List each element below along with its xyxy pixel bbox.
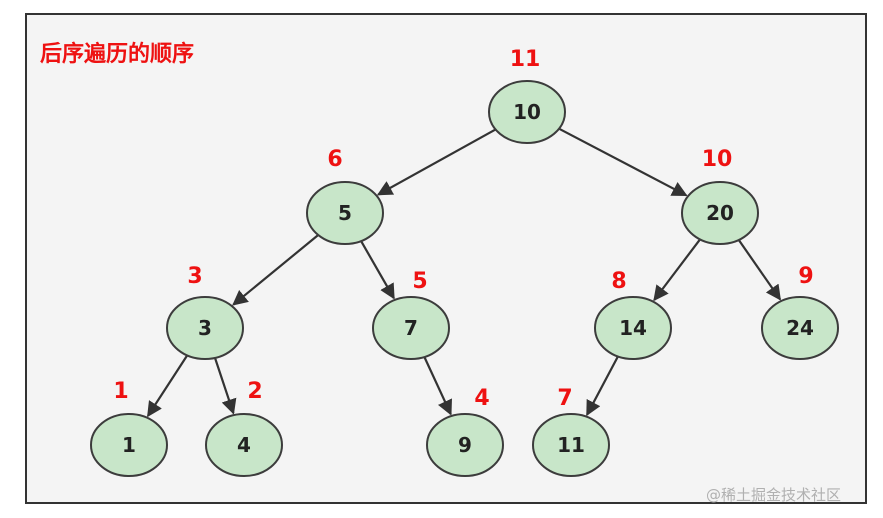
- node-circle: [532, 413, 610, 477]
- edge-n7-to-n9: [423, 356, 452, 416]
- node-circle: [761, 296, 839, 360]
- visit-order-label: 2: [247, 379, 262, 404]
- edge-n10-to-n20: [558, 127, 688, 197]
- watermark-text: @稀土掘金技术社区: [706, 486, 841, 504]
- visit-order-label: 3: [187, 264, 202, 289]
- tree-node-3: 33: [166, 264, 244, 360]
- visit-order-label: 8: [611, 269, 626, 294]
- node-value-label: 7: [404, 316, 418, 340]
- tree-node-5: 56: [306, 147, 384, 245]
- tree-node-4: 42: [205, 379, 283, 477]
- tree-node-24: 24 9: [761, 264, 839, 360]
- node-circle: [372, 296, 450, 360]
- node-circle: [205, 413, 283, 477]
- node-value-label: 5: [338, 201, 352, 225]
- tree-node-14: 14 8: [594, 269, 672, 360]
- edge-n3-to-n1: [146, 354, 189, 418]
- node-value-label: 4: [237, 433, 251, 457]
- edge-n14-to-n11: [586, 355, 619, 417]
- node-value-label: 24: [786, 316, 814, 340]
- node-value-label: 11: [557, 433, 585, 457]
- edge-n20-to-n24: [737, 239, 782, 301]
- node-circle: [681, 181, 759, 245]
- tree-node-1: 11: [90, 379, 168, 477]
- visit-order-label: 7: [557, 386, 572, 411]
- edge-n3-to-n4: [213, 357, 237, 415]
- tree-node-11: 11 7: [532, 386, 610, 477]
- node-value-label: 9: [458, 433, 472, 457]
- edge-n20-to-n14: [653, 238, 701, 302]
- visit-order-label: 9: [798, 264, 813, 289]
- edges-layer: [146, 127, 782, 418]
- visit-order-label: 10: [702, 147, 733, 172]
- visit-order-label: 6: [327, 147, 342, 172]
- edge-n10-to-n5: [376, 128, 497, 196]
- edge-n5-to-n3: [232, 234, 319, 306]
- visit-order-label: 11: [510, 47, 541, 72]
- node-circle: [90, 413, 168, 477]
- node-value-label: 14: [619, 316, 647, 340]
- node-value-label: 1: [122, 433, 136, 457]
- tree-node-9: 94: [426, 386, 504, 477]
- visit-order-label: 4: [474, 386, 489, 411]
- tree-node-10: 10 11: [488, 47, 566, 144]
- node-circle: [426, 413, 504, 477]
- node-value-label: 10: [513, 100, 541, 124]
- node-value-label: 3: [198, 316, 212, 340]
- node-circle: [306, 181, 384, 245]
- diagram-title: 后序遍历的顺序: [40, 41, 194, 67]
- node-circle: [488, 80, 566, 144]
- edge-n5-to-n7: [360, 240, 395, 300]
- node-value-label: 20: [706, 201, 734, 225]
- tree-node-7: 75: [372, 269, 450, 360]
- visit-order-label: 5: [412, 269, 427, 294]
- node-circle: [166, 296, 244, 360]
- visit-order-label: 1: [113, 379, 128, 404]
- node-circle: [594, 296, 672, 360]
